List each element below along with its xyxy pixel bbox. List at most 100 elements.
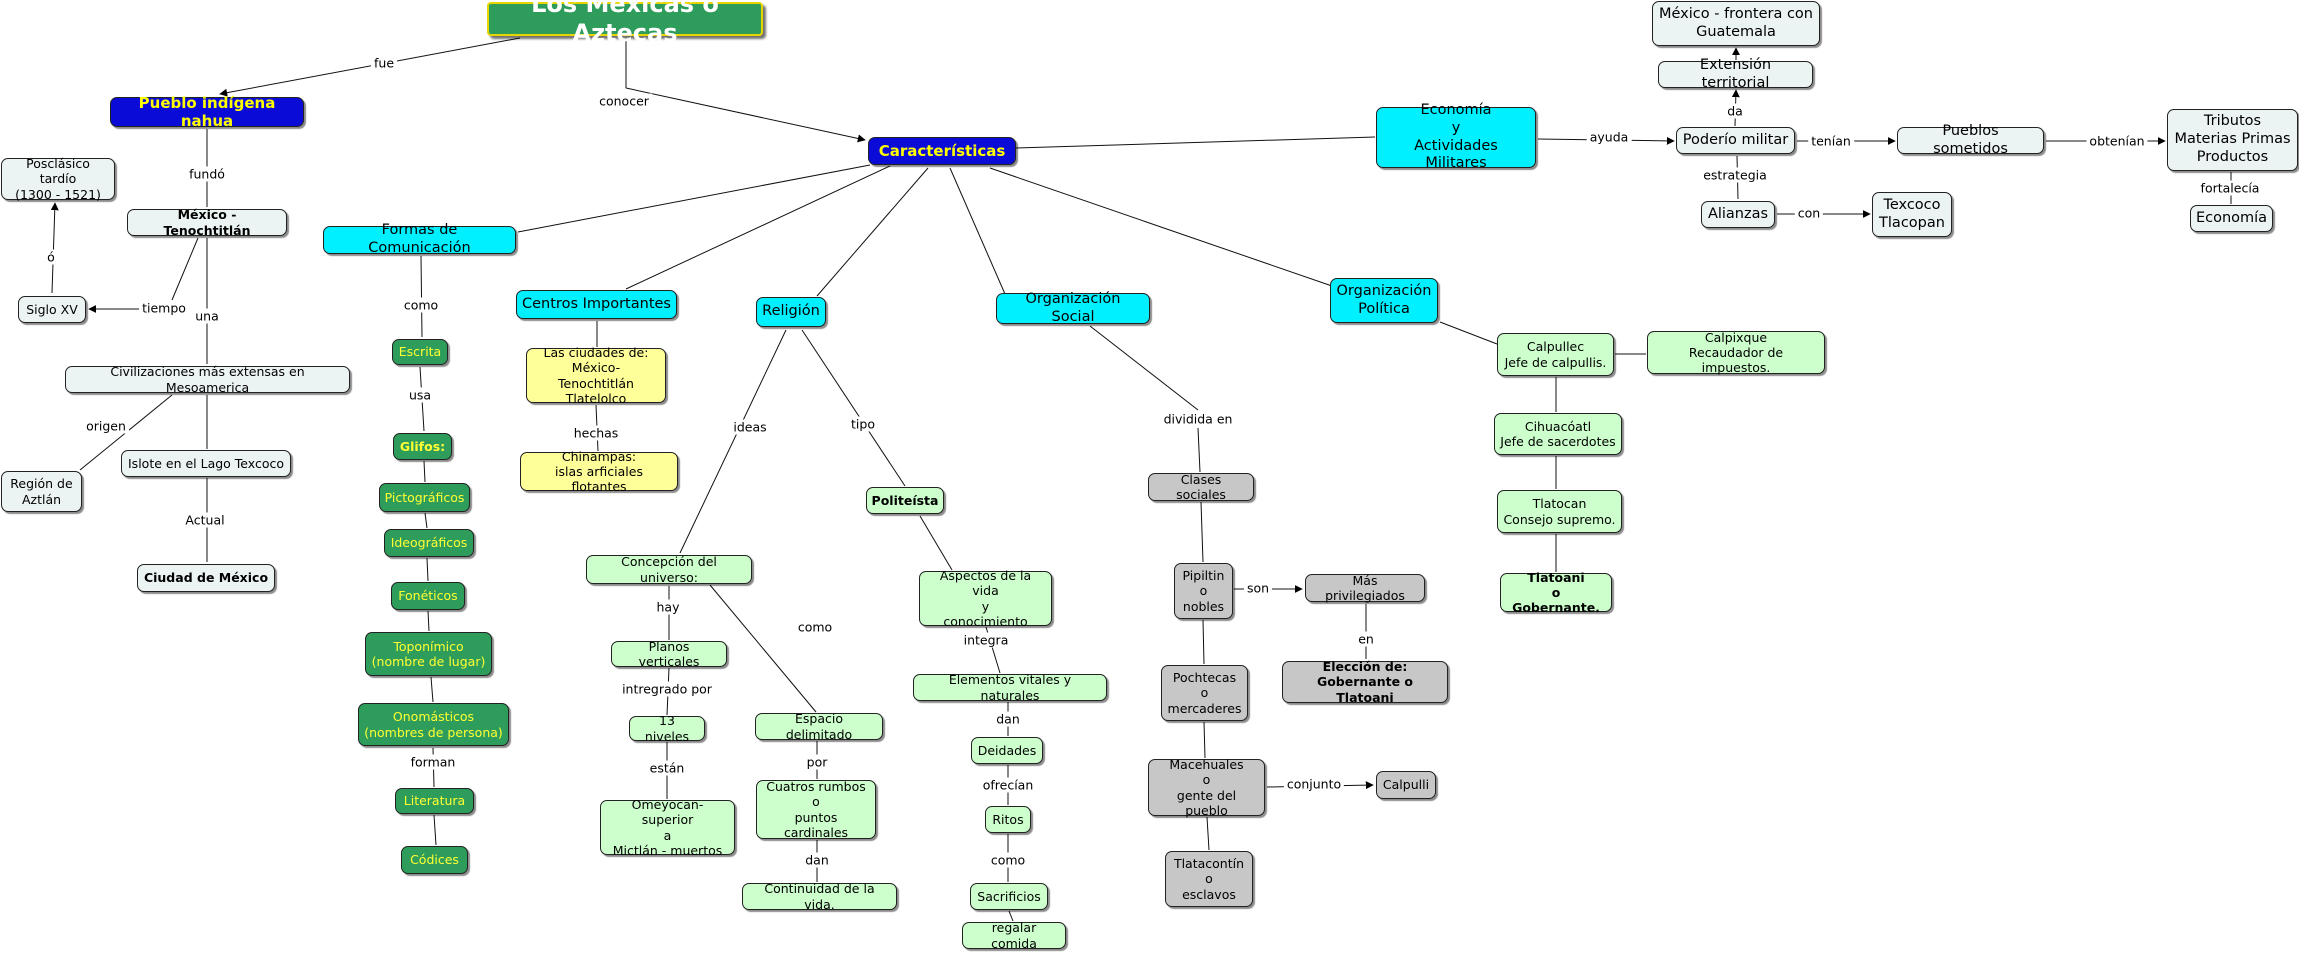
- concept-tributos[interactable]: Tributos Materias Primas Productos: [2167, 109, 2298, 171]
- concept-niveles[interactable]: 13 niveles: [629, 713, 705, 744]
- connector-line-0: [219, 37, 521, 97]
- concept-orgpolitica[interactable]: Organización Política: [1330, 278, 1438, 323]
- concept-onomasticos[interactable]: Onomásticos (nombres de persona): [358, 703, 509, 746]
- concept-tlatacontin[interactable]: Tlatacontín o esclavos: [1165, 851, 1253, 907]
- concept-calpullec[interactable]: Calpullec Jefe de calpullis.: [1497, 333, 1614, 376]
- link-label-da: da: [1724, 103, 1746, 119]
- concept-concepcion[interactable]: Concepción del universo:: [586, 554, 752, 585]
- link-label-dan1: dan: [802, 852, 832, 868]
- link-label-dan2: dan: [993, 711, 1023, 727]
- connector-line-28: [679, 329, 787, 554]
- concept-planos[interactable]: Planos verticales: [611, 639, 727, 669]
- concept-glifos[interactable]: Glifos:: [393, 433, 452, 460]
- concept-ritos[interactable]: Ritos: [985, 806, 1031, 833]
- connector-line-17: [420, 255, 423, 338]
- concept-calpulli[interactable]: Calpulli: [1376, 771, 1436, 799]
- connector-line-14: [949, 167, 1006, 295]
- link-label-integra: integra: [960, 632, 1012, 648]
- concept-elementos[interactable]: Elementos vitales y naturales: [913, 672, 1107, 703]
- concept-continuidad[interactable]: Continuidad de la vida.: [742, 881, 897, 912]
- connector-line-50: [1206, 816, 1210, 851]
- concept-centros[interactable]: Centros Importantes: [516, 290, 677, 319]
- concept-literatura[interactable]: Literatura: [395, 788, 474, 814]
- concept-deidades[interactable]: Deidades: [971, 737, 1043, 764]
- concept-religion[interactable]: Religión: [756, 297, 826, 327]
- link-label-una: una: [192, 308, 222, 324]
- concept-orgsocial[interactable]: Organización Social: [996, 291, 1150, 325]
- link-label-integrado: intregrado por: [619, 681, 715, 697]
- concept-clases[interactable]: Clases sociales: [1148, 472, 1254, 502]
- concept-toponimico[interactable]: Toponímico (nombre de lugar): [365, 632, 492, 676]
- connector-line-16: [1015, 136, 1376, 149]
- concept-calpixque[interactable]: Calpixque Recaudador de impuestos.: [1647, 330, 1825, 375]
- link-label-hay: hay: [653, 599, 683, 615]
- concept-ideograficos[interactable]: Ideográficos: [384, 529, 474, 557]
- concept-region[interactable]: Región de Aztlán: [1, 471, 82, 512]
- link-label-dividida: dividida en: [1160, 411, 1236, 427]
- concept-omeyocan[interactable]: Omeyocan-superior a Mictlán - muertos: [600, 797, 735, 858]
- concept-islote[interactable]: Islote en el Lago Texcoco: [121, 450, 291, 477]
- link-label-fortalecia: fortalecía: [2197, 180, 2263, 196]
- concept-caracteristicas[interactable]: Características: [868, 137, 1016, 165]
- connector-line-41: [1008, 910, 1014, 922]
- concept-foneticos[interactable]: Fonéticos: [391, 582, 465, 610]
- concept-espacio[interactable]: Espacio delimitado: [755, 711, 883, 742]
- connector-line-6: [50, 202, 59, 294]
- concept-pipiltin[interactable]: Pipiltin o nobles: [1174, 563, 1233, 619]
- link-label-estan: están: [646, 760, 688, 776]
- concept-pictograficos[interactable]: Pictográficos: [379, 483, 470, 512]
- concept-ciudades[interactable]: Las ciudades de: México- Tenochtitlán Tl…: [526, 345, 666, 406]
- link-label-con: con: [1794, 205, 1824, 221]
- concept-tlatoani[interactable]: Tlatoani o Gobernante.: [1500, 570, 1612, 615]
- concept-tlatocan[interactable]: Tlatocan Consejo supremo.: [1497, 490, 1622, 533]
- concept-texcoco[interactable]: Texcoco Tlacopan: [1872, 192, 1952, 237]
- link-label-actual: Actual: [182, 512, 228, 528]
- concept-politeista[interactable]: Politeísta: [866, 487, 944, 514]
- concept-codices[interactable]: Códices: [401, 846, 468, 874]
- concept-root[interactable]: Los Mexicas o Aztecas: [487, 0, 763, 47]
- concept-frontera[interactable]: México - frontera con Guatemala: [1652, 1, 1820, 46]
- concept-pochtecas[interactable]: Pochtecas o mercaderes: [1161, 665, 1248, 721]
- concept-posclasico[interactable]: Posclásico tardío (1300 - 1521): [1, 156, 115, 202]
- connector-line-15: [989, 167, 1333, 287]
- connector-line-48: [1203, 721, 1206, 759]
- concept-extension[interactable]: Extensión territorial: [1658, 57, 1813, 91]
- concept-cdmx[interactable]: Ciudad de México: [137, 564, 275, 592]
- concept-economia[interactable]: Economía y Actividades Militares: [1376, 102, 1536, 171]
- concept-sacrificios[interactable]: Sacrificios: [970, 883, 1048, 910]
- concept-economia2[interactable]: Economía: [2190, 205, 2273, 232]
- connector-line-19: [423, 460, 426, 483]
- connector-line-4: [171, 237, 199, 301]
- concept-pueblos[interactable]: Pueblos sometidos: [1897, 123, 2044, 157]
- connector-line-42: [1089, 325, 1199, 411]
- link-label-tipo: tipo: [848, 416, 878, 432]
- connector-line-20: [424, 512, 428, 529]
- connector-line-47: [1202, 619, 1205, 665]
- concept-civilizaciones[interactable]: Civilizaciones más extensas en Mesoameri…: [65, 364, 350, 395]
- link-label-como2: como: [794, 619, 836, 635]
- concept-privilegiados[interactable]: Más privilegiados: [1305, 573, 1425, 603]
- link-label-o: ó: [44, 249, 58, 265]
- concept-eleccion[interactable]: Elección de: Gobernante o Tlatoani: [1282, 659, 1448, 705]
- link-label-ofrecian: ofrecían: [979, 777, 1037, 793]
- concept-alianzas[interactable]: Alianzas: [1701, 201, 1775, 228]
- connector-line-23: [430, 676, 434, 703]
- connector-line-43: [1197, 427, 1201, 473]
- link-label-usa: usa: [405, 387, 435, 403]
- concept-macehuales[interactable]: Macehuales o gente del pueblo: [1148, 757, 1265, 818]
- concept-poderio[interactable]: Poderío militar: [1676, 127, 1795, 154]
- concept-siglo[interactable]: Siglo XV: [18, 296, 86, 323]
- concept-chinampas[interactable]: Chinampas: islas arficiales flotantes: [520, 449, 678, 494]
- connector-line-29: [801, 329, 906, 487]
- concept-escrita[interactable]: Escrita: [392, 339, 448, 365]
- concept-cuatro[interactable]: Cuatros rumbos o puntos cardinales: [756, 779, 876, 840]
- concept-aspectos[interactable]: Aspectos de la vida y conocimiento: [919, 568, 1052, 629]
- concept-regalar[interactable]: regalar comida: [962, 920, 1066, 951]
- link-label-por: por: [803, 754, 831, 770]
- link-label-fundo: fundó: [186, 166, 228, 182]
- link-label-como3: como: [987, 852, 1029, 868]
- concept-tenochtitlan[interactable]: México - Tenochtitlán: [127, 207, 287, 238]
- concept-cihuacoatl[interactable]: Cihuacóatl Jefe de sacerdotes: [1494, 413, 1622, 455]
- concept-pueblo[interactable]: Pueblo indígena nahua: [110, 94, 304, 130]
- concept-formas[interactable]: Formas de Comunicación: [323, 222, 516, 256]
